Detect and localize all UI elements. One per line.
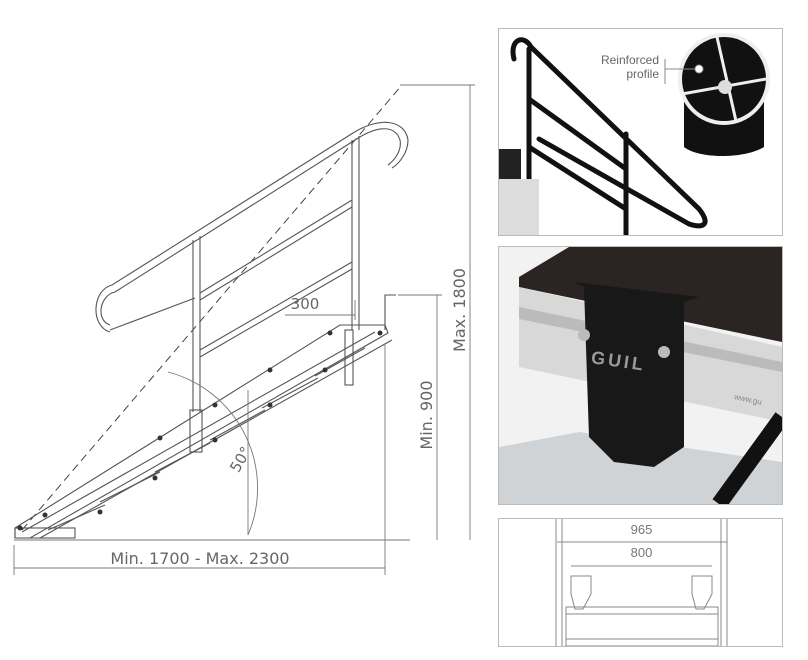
outer-width-dimension: 965 [630,522,653,537]
angle-guide-line [21,84,403,531]
reinforced-profile-callout: Reinforced profile [600,53,659,81]
inner-width-dimension: 800 [630,545,653,560]
min-height-dimension: Min. 900 [417,380,436,449]
handrail-detail-panel: Reinforced profile [498,28,783,236]
stair-stringer [14,324,393,539]
top-depth-dimension: 300 [291,295,320,313]
bracket-detail-panel: GUIL www.gu [498,246,783,505]
length-dimension: Min. 1700 - Max. 2300 [110,549,289,568]
handrail [95,121,409,412]
width-detail-panel: 965 800 [498,518,783,647]
max-height-dimension: Max. 1800 [450,268,469,352]
stair-bolts [17,330,383,531]
